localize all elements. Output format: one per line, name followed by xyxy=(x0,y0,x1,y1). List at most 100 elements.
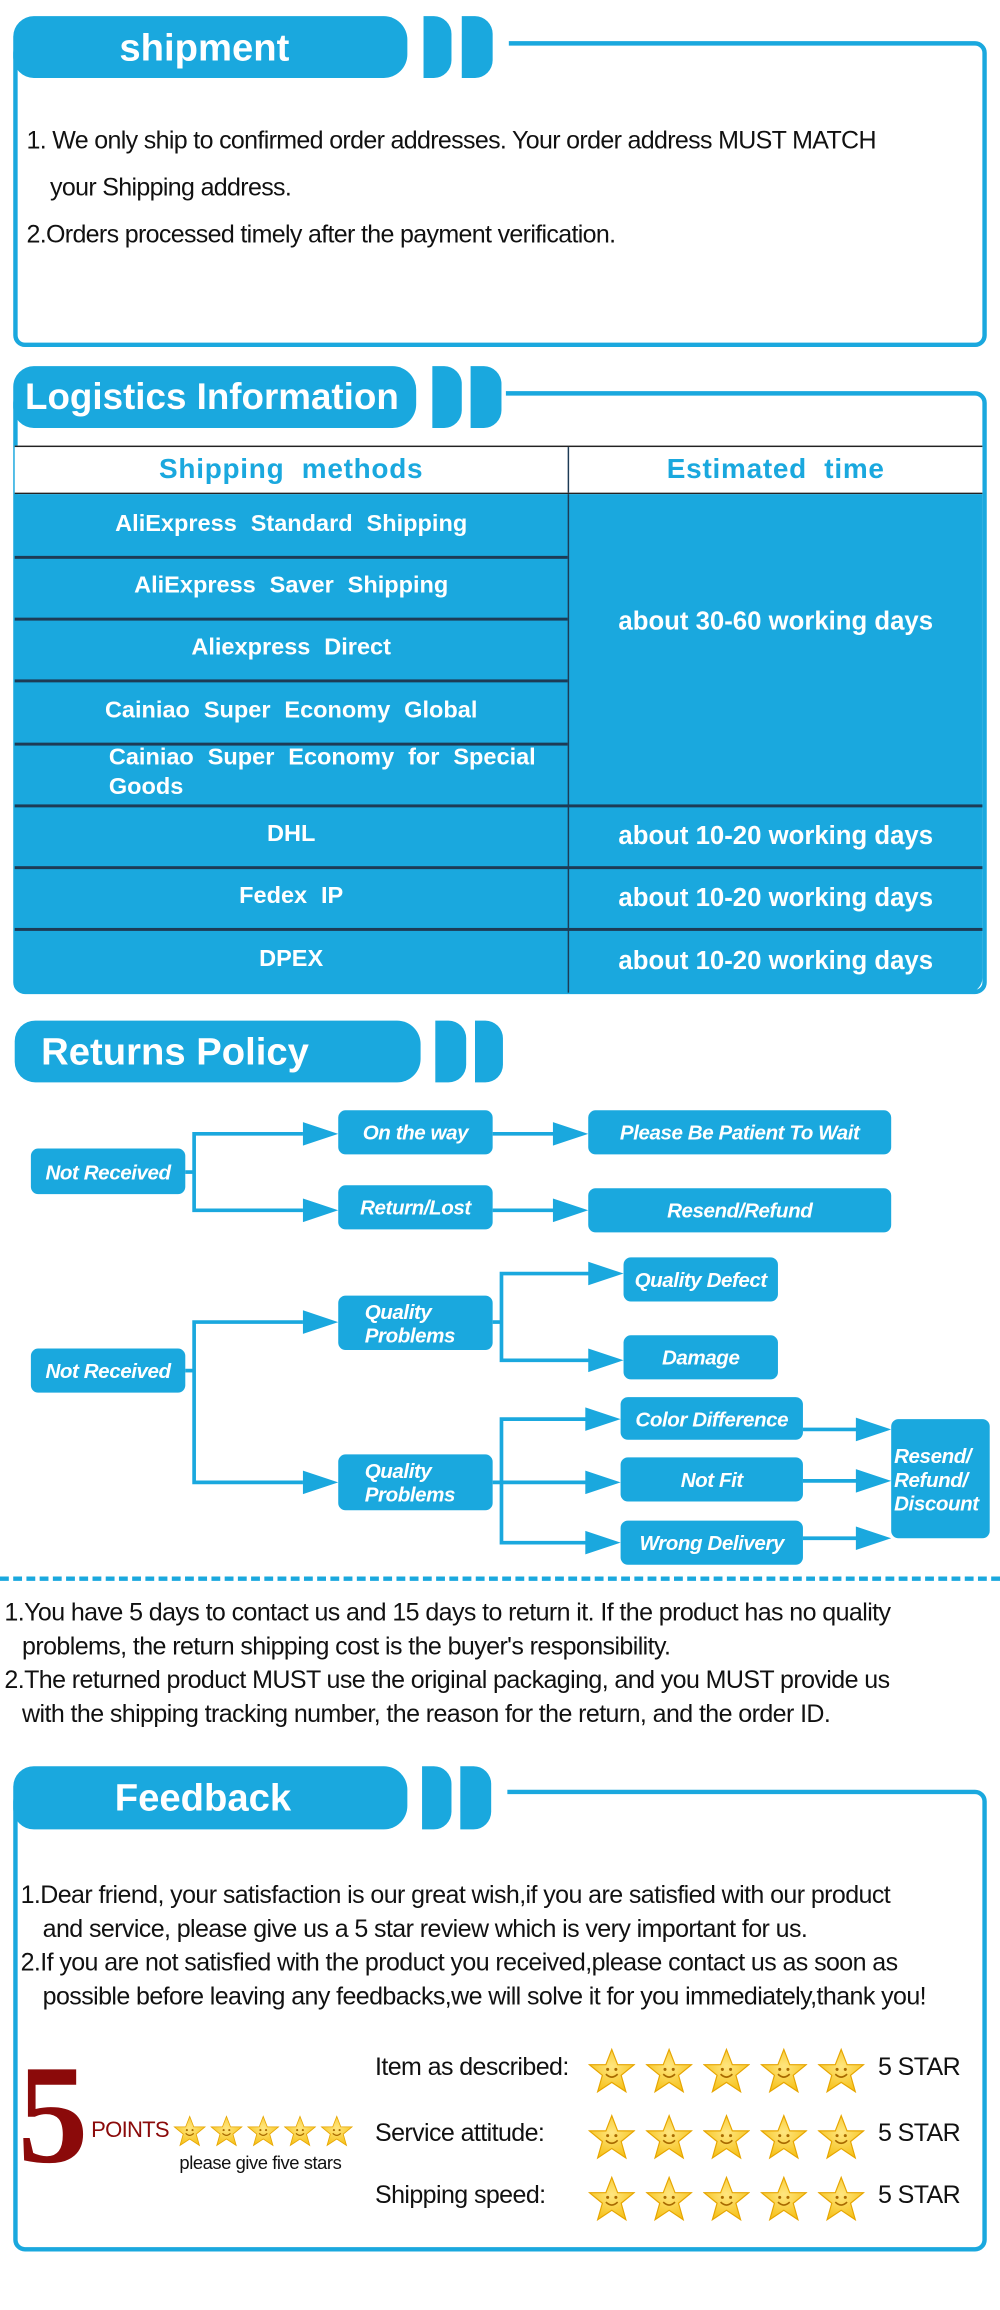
flow-quality-defect: Quality Defect xyxy=(623,1257,778,1302)
feedback-title: Feedback xyxy=(13,1766,408,1830)
method-cell: Cainiao Super Economy for Special Goods xyxy=(108,745,536,801)
arrow-icon xyxy=(552,1122,589,1146)
star-icon xyxy=(817,2113,865,2160)
star-icon xyxy=(320,2115,353,2147)
rating-row: Item as described: 5 STAR xyxy=(375,2047,993,2094)
star-icon xyxy=(760,2113,808,2160)
method-cell: Aliexpress Direct xyxy=(191,635,391,661)
flow-connectors xyxy=(185,1122,892,1555)
flow-quality-problems: Quality Problems xyxy=(338,1454,493,1511)
star-icon xyxy=(760,2047,808,2094)
row-divider xyxy=(14,927,983,931)
arrow-icon xyxy=(855,1469,892,1493)
header-bar xyxy=(423,16,452,78)
flow-not-received: Not Received xyxy=(30,1348,186,1393)
time-cell: about 10-20 working days xyxy=(618,881,934,912)
arrow-icon xyxy=(302,1470,339,1495)
feedback-line: 1.Dear friend, your satisfaction is our … xyxy=(20,1880,891,1909)
star-icon xyxy=(210,2115,243,2147)
method-cell: DPEX xyxy=(259,947,324,973)
method-cell: Cainiao Super Economy Global xyxy=(104,697,478,723)
rating-value: 5 STAR xyxy=(877,2052,961,2081)
column-divider xyxy=(567,494,570,993)
time-cell: about 10-20 working days xyxy=(618,944,934,975)
header-bar xyxy=(460,1766,492,1830)
time-cell: about 10-20 working days xyxy=(618,819,934,850)
feedback-line: 2.If you are not satisfied with the prod… xyxy=(20,1948,899,1977)
feedback-line: possible before leaving any feedbacks,we… xyxy=(42,1982,927,2011)
header-estimated-time: Estimated time xyxy=(666,453,885,485)
feedback-line: and service, please give us a 5 star rev… xyxy=(42,1914,808,1943)
divider xyxy=(567,447,570,493)
flow-resend-refund: Resend/Refund xyxy=(588,1188,892,1233)
five-points-label: POINTS xyxy=(91,2117,169,2143)
header-bar xyxy=(432,366,462,428)
flow-return-lost: Return/Lost xyxy=(338,1185,493,1230)
arrow-icon xyxy=(588,1348,624,1373)
rating-label: Shipping speed: xyxy=(375,2180,546,2209)
star-icon xyxy=(702,2175,751,2222)
table-header: Shipping methods Estimated time xyxy=(14,445,983,495)
row-divider xyxy=(14,555,568,559)
connector-line xyxy=(499,1417,592,1545)
header-bar xyxy=(470,366,502,428)
star-icon xyxy=(817,2175,865,2222)
arrow-icon xyxy=(302,1198,339,1223)
arrow-icon xyxy=(302,1310,339,1334)
star-icon xyxy=(247,2115,280,2147)
star-icon xyxy=(588,2113,636,2160)
returns-note: with the shipping tracking number, the r… xyxy=(22,1700,831,1728)
row-divider xyxy=(14,866,983,869)
flow-wrong-delivery: Wrong Delivery xyxy=(620,1520,803,1565)
connector-line xyxy=(192,1320,303,1485)
star-icon xyxy=(645,2175,693,2222)
returns-note: 1.You have 5 days to contact us and 15 d… xyxy=(4,1598,891,1627)
arrow-icon xyxy=(855,1526,892,1551)
arrow-icon xyxy=(585,1530,621,1555)
arrow-icon xyxy=(302,1122,339,1146)
connector-line xyxy=(499,1271,592,1363)
flow-damage: Damage xyxy=(623,1335,778,1380)
header-bar xyxy=(475,1020,503,1083)
row-divider xyxy=(14,679,568,682)
returns-note: 2.The returned product MUST use the orig… xyxy=(4,1666,890,1695)
method-cell: AliExpress Saver Shipping xyxy=(134,573,449,599)
header-bar xyxy=(435,1020,467,1083)
method-cell: DHL xyxy=(266,822,316,848)
shipment-line: your Shipping address. xyxy=(50,173,292,202)
star-icon xyxy=(283,2115,317,2147)
flow-color-difference: Color Difference xyxy=(620,1397,803,1440)
row-divider xyxy=(14,804,983,807)
five-points-number: 5 xyxy=(17,2035,89,2193)
header-shipping-methods: Shipping methods xyxy=(159,453,424,485)
method-cell: Fedex IP xyxy=(239,883,344,909)
flow-quality-problems: Quality Problems xyxy=(338,1295,493,1351)
rating-label: Service attitude: xyxy=(375,2119,545,2148)
rating-value: 5 STAR xyxy=(877,2180,961,2209)
rating-row: Shipping speed: 5 STAR xyxy=(375,2175,993,2222)
header-bar xyxy=(422,1766,452,1830)
logistics-table: Shipping methods Estimated time AliExpre… xyxy=(14,445,983,993)
flow-not-fit: Not Fit xyxy=(620,1457,803,1502)
star-icon xyxy=(588,2047,636,2094)
flow-resend-refund-discount: Resend/ Refund/ Discount xyxy=(891,1419,990,1539)
logistics-title: Logistics Information xyxy=(13,366,417,428)
rating-value: 5 STAR xyxy=(877,2119,961,2148)
rating-label: Item as described: xyxy=(375,2052,569,2081)
arrow-icon xyxy=(588,1261,624,1286)
row-divider xyxy=(14,742,568,745)
shipment-line: 2.Orders processed timely after the paym… xyxy=(26,220,616,249)
flow-not-received: Not Received xyxy=(30,1148,186,1195)
shipment-title: shipment xyxy=(13,16,408,78)
dashed-divider xyxy=(0,1576,1000,1581)
returns-note: problems, the return shipping cost is th… xyxy=(22,1632,671,1661)
flow-on-the-way: On the way xyxy=(338,1110,493,1155)
star-icon xyxy=(645,2113,693,2160)
shipment-line: 1. We only ship to confirmed order addre… xyxy=(26,126,876,155)
arrow-icon xyxy=(585,1407,621,1431)
star-icon xyxy=(702,2047,751,2094)
returns-title: Returns Policy xyxy=(14,1020,421,1083)
star-icon xyxy=(702,2113,751,2160)
